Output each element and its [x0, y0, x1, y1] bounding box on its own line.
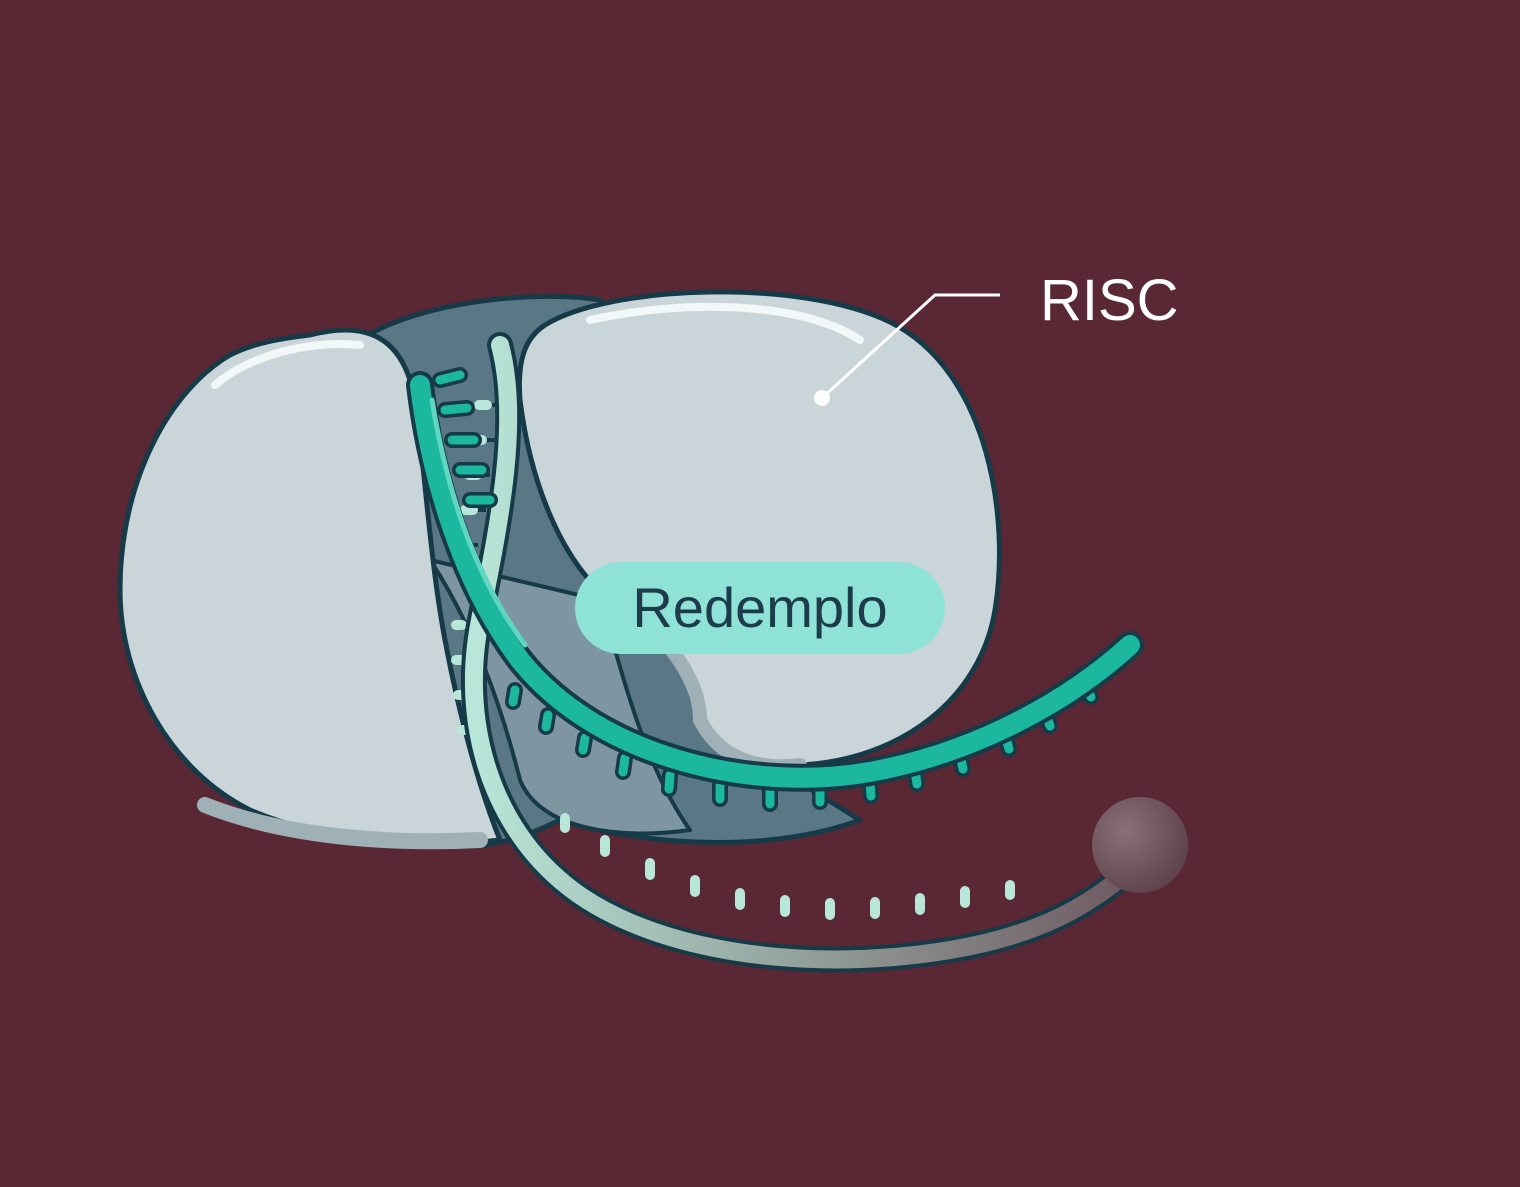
drug-badge-pill: [575, 562, 945, 654]
drug-badge: Redemplo: [575, 562, 945, 654]
risc-leader-line: [820, 293, 1000, 400]
risc-leader-dot: [814, 390, 830, 406]
risc-right-highlight: [586, 302, 864, 344]
dark-strand: [410, 375, 1140, 788]
light-strand: [464, 336, 1139, 969]
risc-left-highlight: [211, 340, 364, 389]
risc-left-shadow: [197, 797, 488, 850]
risc-label: RISC: [1040, 268, 1179, 333]
dark-strand-shine: [429, 397, 528, 648]
galnac-ball-icon: [1092, 797, 1188, 893]
drug-badge-label: Redemplo: [632, 576, 887, 639]
